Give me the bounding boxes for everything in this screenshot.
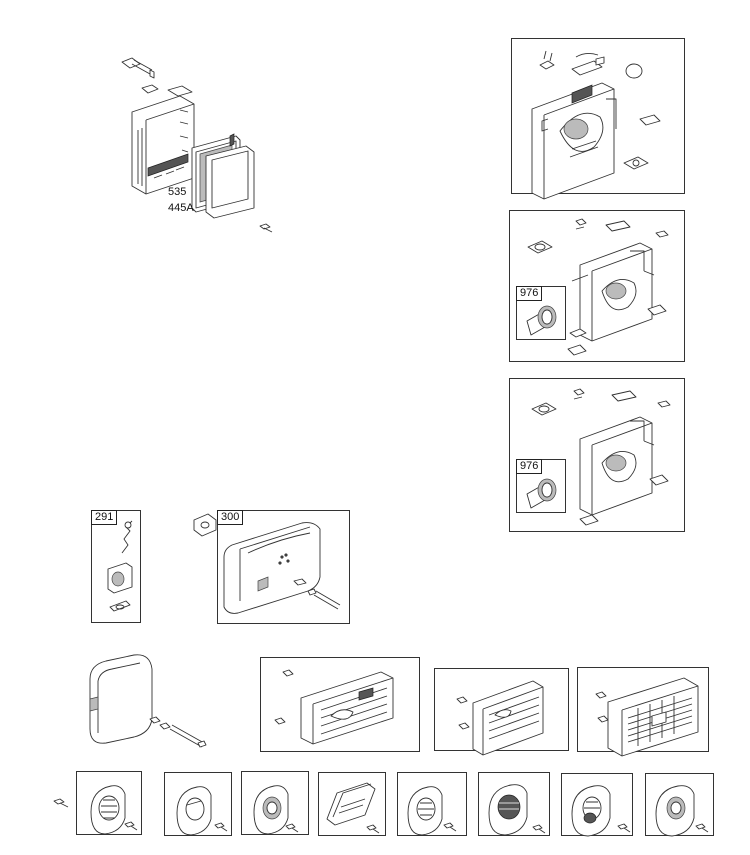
spark-arrestor-icon bbox=[407, 786, 457, 836]
carburetor-frame-a bbox=[511, 38, 685, 200]
primer-bulb-icon bbox=[526, 305, 557, 336]
deflector-icon bbox=[176, 786, 228, 836]
deflector-icon bbox=[326, 782, 380, 834]
guard-icon bbox=[456, 680, 544, 756]
muffler-guard-frame-2 bbox=[434, 668, 569, 756]
deflector-frame-3 bbox=[241, 771, 309, 835]
muffler-small-drawing bbox=[107, 520, 133, 612]
muffler-kit-291-frame: 291 bbox=[91, 510, 141, 623]
primer-kit-box: 976 bbox=[516, 286, 566, 340]
guard-icon bbox=[274, 669, 394, 745]
deflector-frame-6 bbox=[478, 772, 550, 836]
spark-arrestor-icon bbox=[253, 785, 299, 835]
part-label-445a: 445A bbox=[168, 202, 194, 214]
muffler-300-frame: 300 bbox=[217, 510, 350, 624]
muffler-guard-frame-3 bbox=[577, 667, 709, 757]
carburetor-frame-c: 976 bbox=[509, 378, 685, 532]
deflector-frame-2 bbox=[164, 772, 232, 836]
spark-arrestor-icon bbox=[488, 784, 546, 836]
air-cleaner-drawing bbox=[121, 57, 273, 233]
bottom-screw-icon bbox=[259, 223, 273, 233]
primer-bulb-icon bbox=[526, 478, 557, 509]
deflector-frame-1 bbox=[76, 771, 142, 835]
carb-b-cap-icon bbox=[567, 344, 587, 356]
screw-icon bbox=[53, 798, 69, 808]
deflector-frame-4 bbox=[318, 772, 386, 836]
callout-976-c: 976 bbox=[516, 459, 543, 474]
spark-arrestor-icon bbox=[655, 785, 709, 837]
knob-screw-icon bbox=[121, 57, 155, 79]
deflector-frame-8 bbox=[645, 773, 714, 837]
callout-300: 300 bbox=[217, 510, 244, 525]
callout-291: 291 bbox=[91, 510, 118, 525]
air-cleaner-assembly: 535 445A bbox=[110, 50, 280, 240]
carburetor-b-drawing bbox=[527, 218, 669, 342]
guard-icon bbox=[595, 677, 699, 757]
carburetor-a-drawing bbox=[531, 50, 661, 200]
spark-arrestor-icon bbox=[571, 785, 631, 837]
spark-arrestor-icon bbox=[90, 785, 138, 835]
muffler-rounded-icon bbox=[89, 654, 207, 748]
part-label-535: 535 bbox=[168, 186, 187, 198]
deflector-frame-5 bbox=[397, 772, 467, 836]
deflector-frame-7 bbox=[561, 773, 633, 837]
gasket-icon bbox=[193, 513, 217, 537]
carburetor-frame-b: 976 bbox=[509, 210, 685, 362]
muffler-icon bbox=[223, 522, 341, 614]
primer-kit-box-c: 976 bbox=[516, 459, 566, 513]
muffler-guard-frame-1 bbox=[260, 657, 420, 752]
callout-976-b: 976 bbox=[516, 286, 543, 301]
carburetor-c-drawing bbox=[531, 388, 671, 526]
